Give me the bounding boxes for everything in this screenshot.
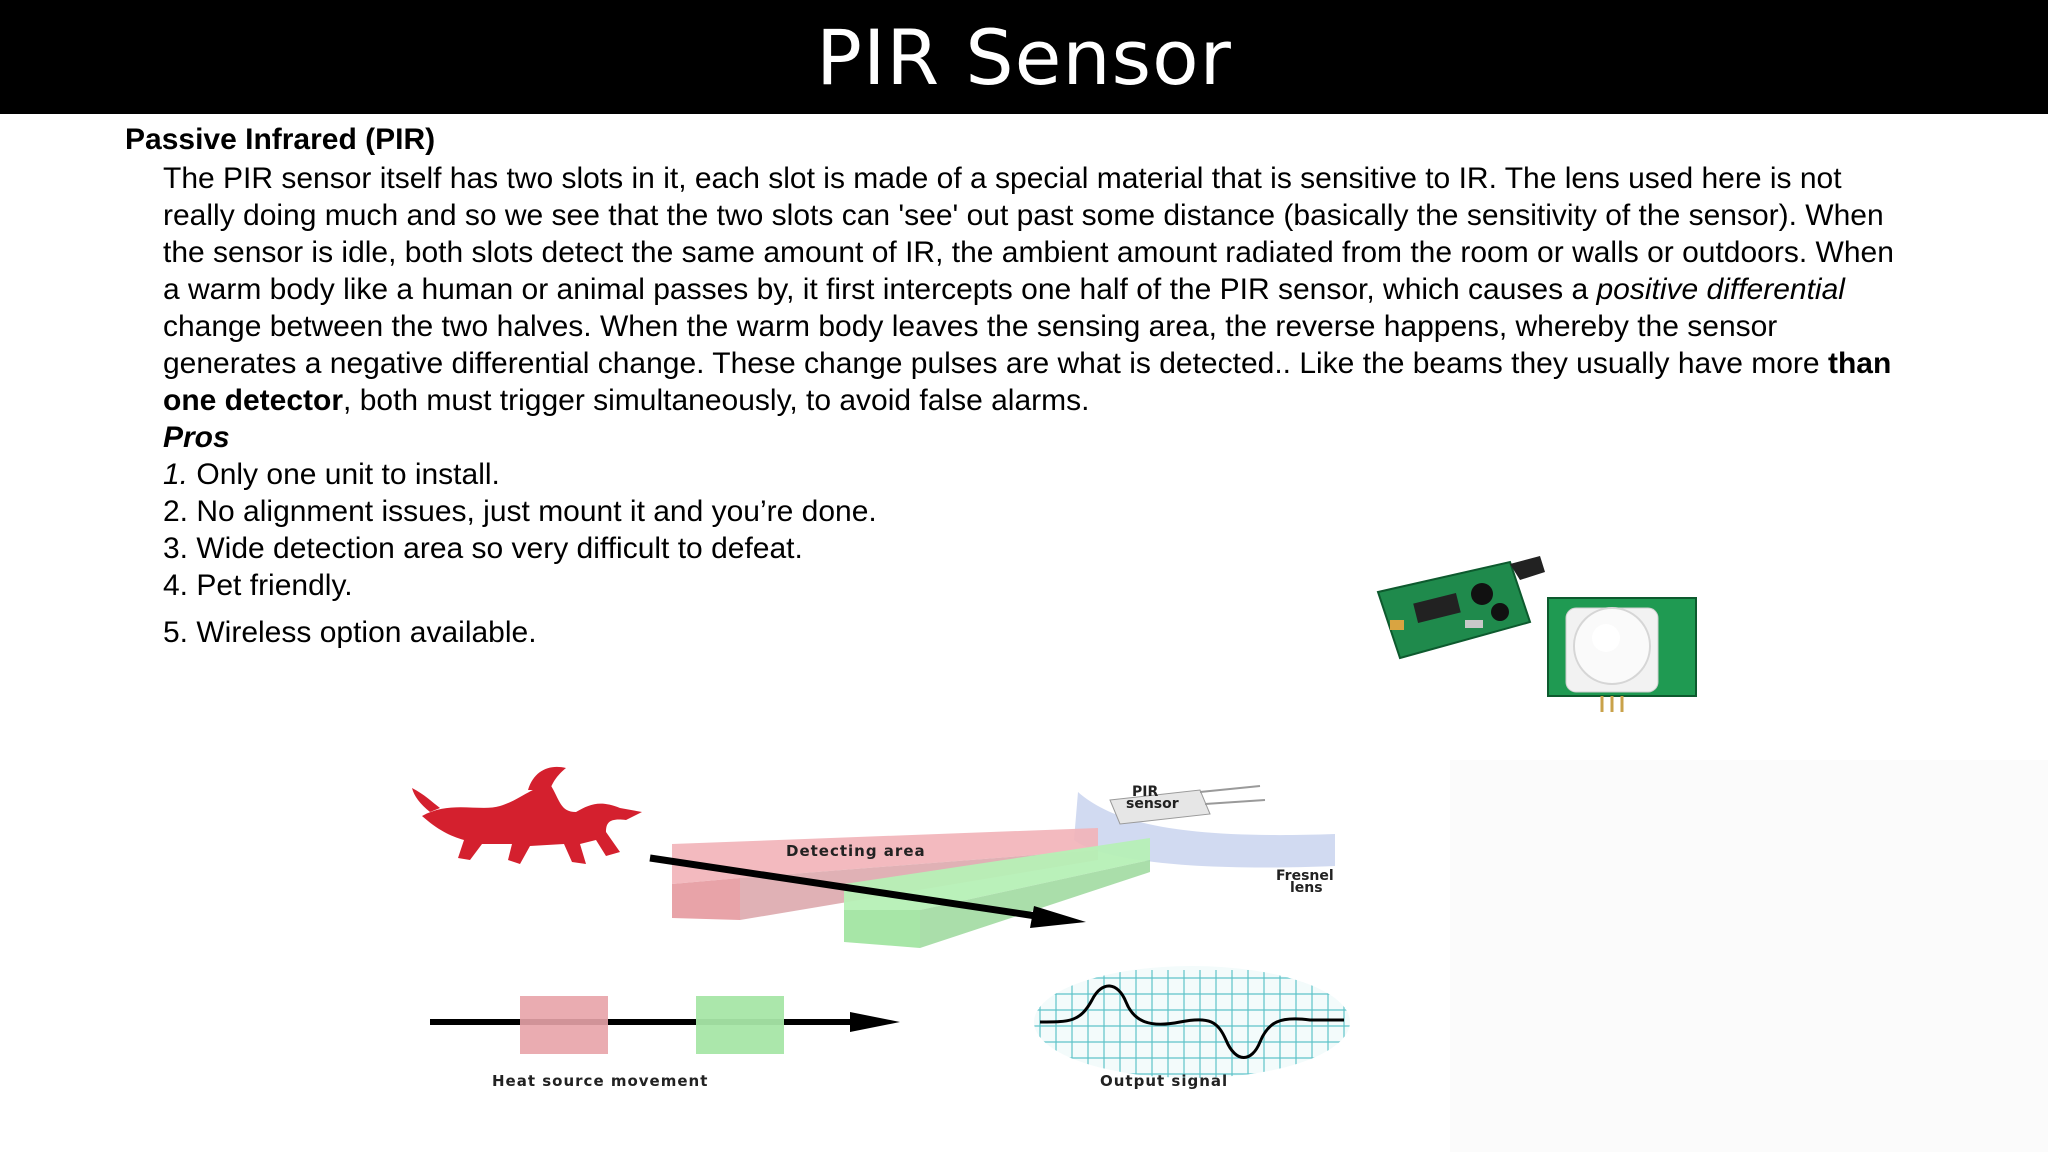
label-pir-sensor-line2: sensor [1126,796,1179,812]
pros-number: 2. [163,495,189,528]
label-fresnel-line2: lens [1290,880,1323,896]
pros-text: Wide detection area so very difficult to… [188,532,803,565]
section-heading: Passive Infrared (PIR) [125,123,436,156]
paragraph-bold: than one detector [163,347,1892,417]
pros-item: 3. Wide detection area so very difficult… [163,530,1905,567]
description-paragraph: The PIR sensor itself has two slots in i… [163,160,1903,419]
pros-list: 1. Only one unit to install. 2. No align… [125,456,1905,651]
pros-text: No alignment issues, just mount it and y… [188,495,877,528]
pros-number: 4. [163,569,189,602]
paragraph-text-3: , both must trigger simultaneously, to a… [343,384,1090,417]
pros-text: Wireless option available. [188,616,537,649]
paragraph-text-2: change between the two halves. When the … [163,310,1828,380]
green-detection-beam [844,838,1150,948]
output-signal-graph [1034,966,1350,1078]
pros-number: 3. [163,532,189,565]
label-fresnel-line1: Fresnel [1276,868,1334,884]
pros-text: Only one unit to install. [188,458,500,491]
pir-diagram: Detecting area PIR sensor Fresnel lens H… [410,760,2048,1152]
pir-sensor-body [1109,785,1266,825]
label-heat-source: Heat source movement [492,1072,708,1090]
label-output-signal: Output signal [1100,1072,1228,1090]
dragon-image [412,766,642,864]
heat-source-strip [430,996,900,1054]
pros-item: 2. No alignment issues, just mount it an… [163,493,1905,530]
pros-text: Pet friendly. [188,569,353,602]
paragraph-italic: positive differential [1596,273,1845,306]
pros-item: 4. Pet friendly. [163,567,1905,604]
content-area: Passive Infrared (PIR) The PIR sensor it… [125,120,1905,651]
diagram-background [1450,760,2048,1152]
label-pir-sensor-line1: PIR [1132,784,1158,800]
slide-title: PIR Sensor [816,12,1232,102]
pros-item: 1. Only one unit to install. [163,456,1905,493]
label-detecting-area: Detecting area [786,842,926,860]
movement-arrow [649,854,1086,928]
pir-module-image [1370,550,1710,720]
pcb-front-image [1547,597,1697,712]
pros-item: 5. Wireless option available. [163,614,1905,651]
paragraph-text-1: The PIR sensor itself has two slots in i… [163,162,1894,306]
pros-number: 5. [163,616,189,649]
pros-title: Pros [163,421,230,454]
pros-number: 1. [163,458,189,491]
title-bar: PIR Sensor [0,0,2048,114]
pcb-back-image [1376,556,1545,660]
